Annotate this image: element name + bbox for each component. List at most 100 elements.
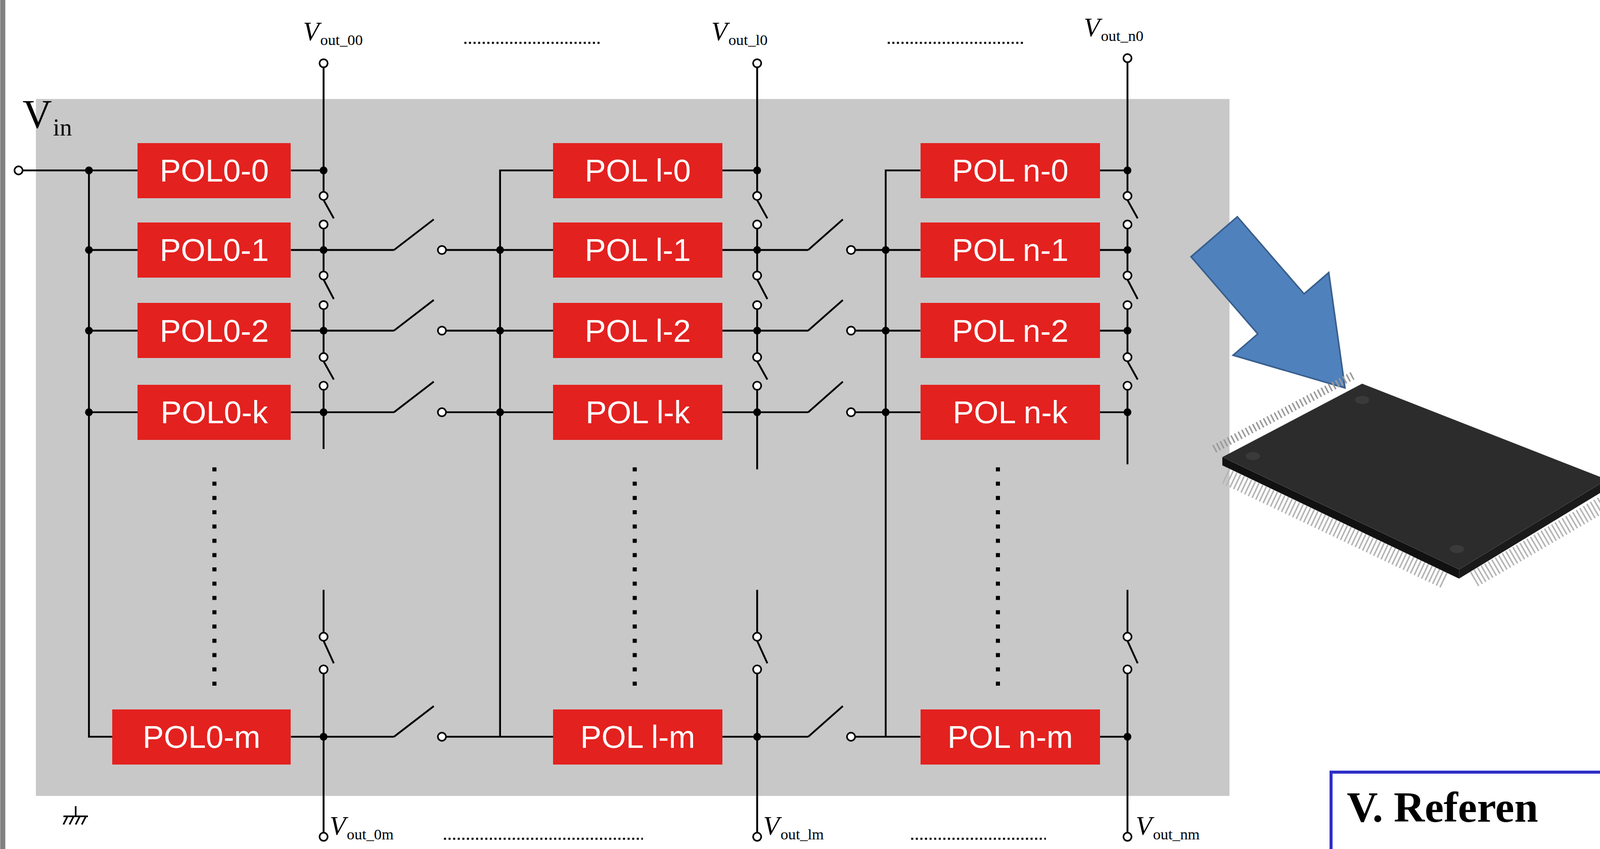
switch-contact: [437, 245, 446, 254]
switch-contact: [753, 220, 762, 229]
switch-contact: [319, 632, 328, 641]
junction-dot: [84, 246, 93, 254]
module-panel: [35, 99, 1230, 796]
pol-label: POL n-0: [951, 154, 1069, 187]
switch-contact: [319, 300, 328, 309]
switch-contact: [1123, 665, 1132, 674]
junction-dot: [1123, 166, 1132, 174]
voltage-label: Vout_l0: [711, 18, 768, 48]
ellipsis-dots: [212, 467, 217, 686]
voltage-symbol: V: [763, 810, 780, 841]
wire: [323, 67, 334, 449]
switch-contact: [319, 191, 1132, 741]
wire: [722, 170, 758, 737]
pol-label: POL0-k: [160, 396, 268, 429]
junction-dot: [319, 326, 328, 335]
pol-converter-box: POL n-2: [920, 302, 1101, 358]
voltage-subscript: out_n0: [1101, 27, 1144, 45]
ellipsis-dots: [887, 41, 1024, 44]
terminal: [753, 832, 762, 841]
switch-contact: [1123, 191, 1132, 200]
pol-label: POL n-k: [952, 396, 1068, 429]
voltage-subscript: in: [53, 113, 73, 141]
junction-dot: [496, 326, 505, 335]
ellipsis-dots: [995, 467, 1000, 686]
switch-contact: [753, 300, 762, 309]
switch-contact: [846, 407, 855, 417]
wire: [323, 589, 334, 833]
junction-dot: [753, 732, 761, 741]
wire: [885, 170, 921, 737]
voltage-label: Vout_n0: [1083, 14, 1144, 44]
wire: [499, 170, 554, 737]
wire: [757, 705, 921, 737]
switch-contact: [437, 732, 446, 741]
terminal: [319, 832, 328, 841]
ic-chip: [1222, 383, 1600, 570]
junction-dot: [753, 166, 761, 174]
switch-contact: [753, 352, 762, 361]
voltage-symbol: V: [22, 91, 52, 137]
wire: [1100, 170, 1128, 737]
voltage-symbol: V: [329, 810, 346, 841]
switch-contact: [846, 245, 855, 254]
pol-label: POL0-1: [159, 234, 269, 266]
wire: [323, 381, 554, 413]
pol-converter-box: POL0-k: [137, 384, 291, 440]
pol-converter-box: POL l-0: [553, 143, 723, 199]
wire: [757, 381, 921, 413]
junction-dot: [881, 246, 890, 254]
ground-symbol: [63, 805, 88, 825]
voltage-label: Vout_lm: [763, 812, 825, 842]
switch-contact: [753, 665, 762, 674]
pol-converter-box: POL n-k: [920, 384, 1101, 440]
wire: [323, 705, 554, 737]
pol-converter-box: POL n-1: [920, 222, 1101, 278]
switch-contact: [1123, 381, 1132, 390]
slide-edge: [0, 0, 6, 849]
ground-symbol: [63, 805, 88, 825]
ellipsis-dots: [910, 837, 1046, 840]
pol-label: POL l-0: [584, 154, 692, 187]
junction-dot: [84, 166, 93, 174]
switch-contact: [319, 381, 328, 390]
voltage-symbol: V: [711, 16, 728, 47]
switch-contact: [753, 191, 762, 200]
voltage-subscript: out_0m: [346, 825, 394, 843]
wire: [291, 170, 325, 737]
junction-dot: [1123, 326, 1132, 335]
terminal: [1123, 54, 1132, 63]
wire: [757, 299, 921, 331]
junction-dot: [881, 408, 890, 417]
block-arrow: [1191, 216, 1346, 389]
pol-converter-box: POL l-m: [553, 709, 723, 765]
module-panel: [35, 99, 1230, 796]
switch-contact: [1123, 220, 1132, 229]
switch-contact: [846, 326, 855, 335]
pol-converter-box: POL n-0: [920, 143, 1101, 199]
switch-contact: [437, 326, 446, 335]
voltage-subscript: out_nm: [1153, 825, 1200, 843]
wire: [323, 219, 554, 251]
junction-dot: [84, 408, 93, 417]
switch-contact: [319, 271, 328, 280]
switch-contact: [319, 191, 328, 200]
voltage-label: Vin: [22, 94, 72, 141]
ellipsis-dots: [443, 837, 644, 840]
wire: [1127, 62, 1138, 465]
junction-dot: [1123, 732, 1132, 741]
voltage-symbol: V: [1135, 810, 1153, 841]
wire: [1127, 589, 1138, 833]
junction-dot: [319, 246, 328, 254]
block-arrow: [1191, 216, 1346, 389]
switch-contact: [319, 665, 328, 674]
ic-chip: [1245, 451, 1260, 461]
pol-label: POL0-0: [159, 154, 269, 187]
wire: [757, 589, 768, 833]
junction-dot: [496, 246, 505, 254]
pol-label: POL l-k: [585, 396, 690, 429]
switch-contact: [1123, 352, 1132, 361]
switch-contact: [437, 407, 446, 417]
wire: [22, 170, 139, 737]
